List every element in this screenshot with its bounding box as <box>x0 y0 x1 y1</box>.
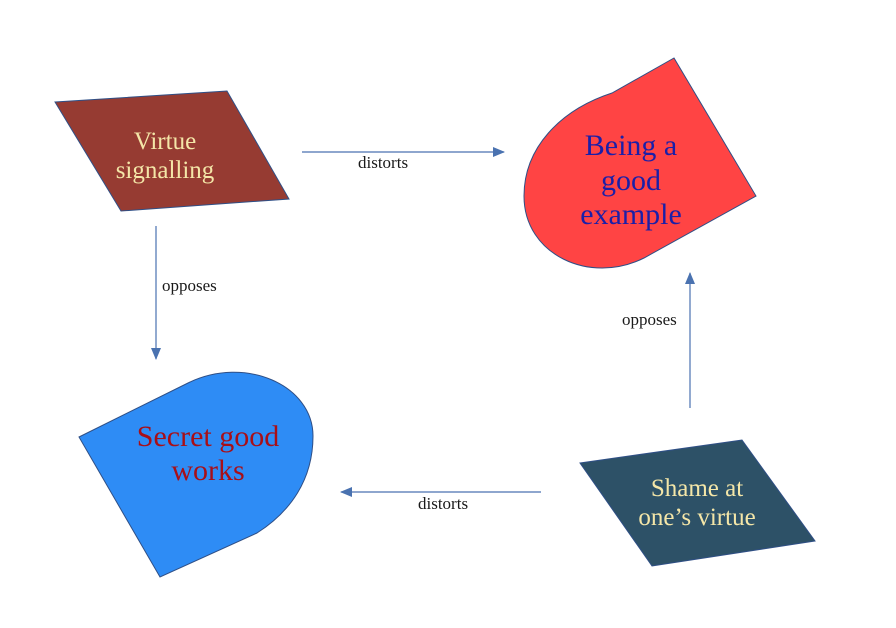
being-good-example-shape <box>523 57 757 269</box>
virtue-signalling-label: Virtue signalling <box>115 128 215 184</box>
being-good-example-label: Being a good example <box>580 129 682 232</box>
edge-label-signalling-to-secret: opposes <box>162 276 217 295</box>
edge-label-shame-to-secret: distorts <box>418 494 469 513</box>
virtue-signalling-shape <box>54 90 290 212</box>
secret-good-works-shape <box>78 371 314 578</box>
edge-label-shame-to-example: opposes <box>622 310 677 329</box>
secret-good-works-label: Secret good works <box>136 419 280 488</box>
shame-at-virtue-shape <box>579 439 816 567</box>
edge-label-signalling-to-example: distorts <box>358 153 409 172</box>
shame-at-virtue-label: Shame at one’s virtue <box>638 475 756 531</box>
